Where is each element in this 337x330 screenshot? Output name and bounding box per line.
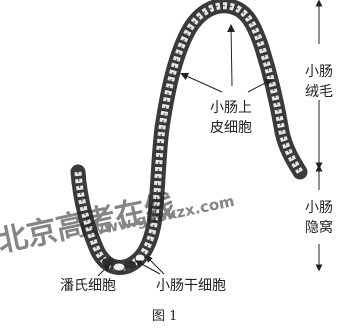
arrow-to-villus-tip [231,26,232,86]
stem-cell-callout: 小肠干细胞 [138,258,226,294]
arrow-to-stem-cell-1 [138,262,160,274]
stem-cell-label: 小肠干细胞 [156,278,226,294]
epithelial-cell-label-line2: 皮细胞 [210,120,252,136]
epithelial-cell-label-line1: 小肠上 [210,100,252,116]
watermark: 北京高考在线 www.gaokzx.com [0,188,236,260]
crypt-label-line1: 小肠 [305,200,333,216]
villus-label-line1: 小肠 [305,64,333,80]
figure-caption: 图 1 [152,309,177,324]
crypt-bracket: 小肠 隐窝 [305,168,333,268]
crypt-label-line2: 隐窝 [305,219,333,236]
paneth-cell-label: 潘氏细胞 [60,278,116,294]
villus-bracket: 小肠 绒毛 [305,3,333,166]
villus-label-line2: 绒毛 [305,84,333,100]
arrow-to-villus-left [182,74,222,92]
